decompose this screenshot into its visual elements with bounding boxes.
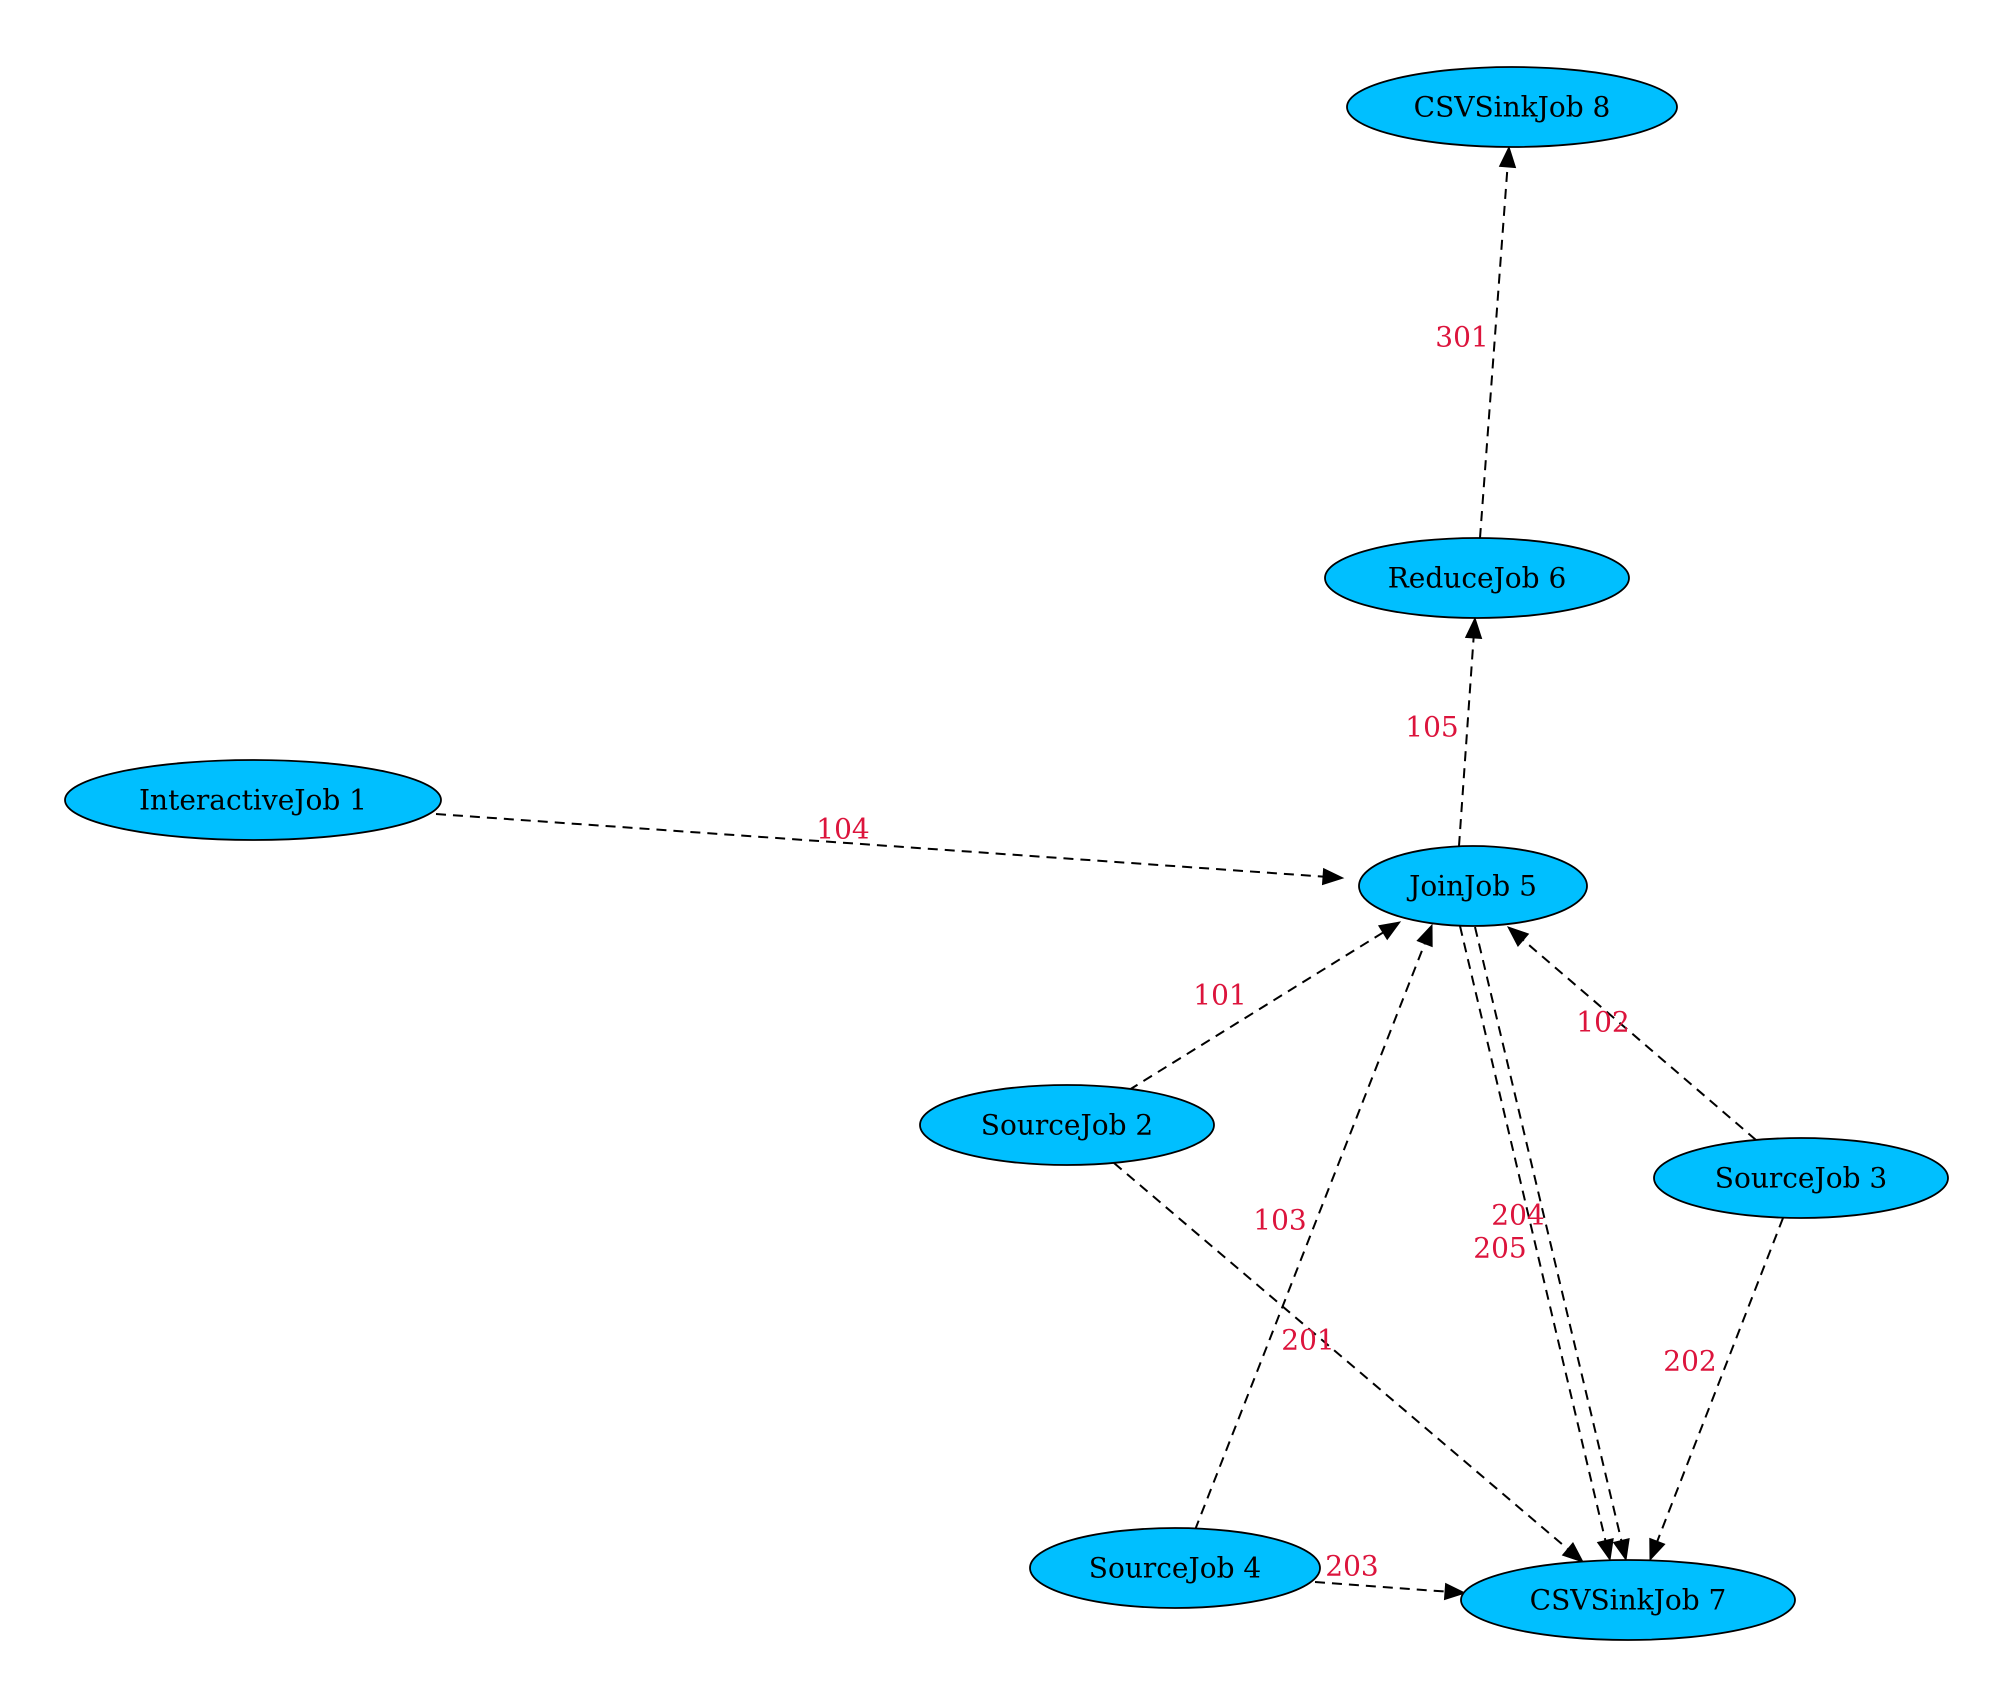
- node-ellipse[interactable]: [919, 1084, 1215, 1166]
- node-n4[interactable]: SourceJob 4: [1029, 1527, 1321, 1609]
- nodes-layer: InteractiveJob 1 SourceJob 2 SourceJob 3 So…: [64, 66, 1949, 1641]
- edge-label-301: 301: [1435, 321, 1488, 354]
- node-n5[interactable]: JoinJob 5: [1358, 845, 1588, 927]
- edge-arrowhead-301: [1498, 145, 1517, 169]
- edge-202: [1656, 1217, 1784, 1542]
- node-ellipse[interactable]: [1460, 1559, 1796, 1641]
- edge-label-101: 101: [1193, 979, 1246, 1012]
- edge-label-103: 103: [1253, 1204, 1306, 1237]
- node-n1[interactable]: InteractiveJob 1: [64, 759, 442, 841]
- edge-204: [1474, 926, 1623, 1541]
- edge-102: [1522, 939, 1757, 1141]
- edge-label-102: 102: [1576, 1006, 1629, 1039]
- edge-label-205: 205: [1473, 1232, 1526, 1265]
- edge-arrowhead-104: [1321, 867, 1345, 886]
- edge-arrowhead-202: [1649, 1537, 1666, 1562]
- edge-103: [1194, 943, 1426, 1531]
- node-ellipse[interactable]: [1653, 1137, 1949, 1219]
- node-ellipse[interactable]: [64, 759, 442, 841]
- edge-203: [1314, 1581, 1446, 1593]
- edge-301: [1479, 166, 1509, 539]
- edge-arrowhead-205: [1596, 1538, 1614, 1562]
- edge-205: [1459, 925, 1607, 1541]
- edge-label-202: 202: [1663, 1345, 1716, 1378]
- edge-label-201: 201: [1281, 1324, 1334, 1357]
- edge-104: [435, 813, 1324, 878]
- node-n8[interactable]: CSVSinkJob 8: [1346, 66, 1678, 148]
- edge-label-204: 204: [1491, 1199, 1544, 1232]
- node-label: ReduceJob 6: [1388, 562, 1567, 595]
- node-ellipse[interactable]: [1358, 845, 1588, 927]
- edge-arrowhead-203: [1443, 1582, 1467, 1601]
- node-label: CSVSinkJob 8: [1414, 91, 1611, 124]
- edge-arrowhead-201: [1561, 1542, 1585, 1563]
- node-label: InteractiveJob 1: [139, 784, 367, 817]
- edge-arrowhead-102: [1506, 926, 1530, 947]
- edge-101: [1128, 931, 1384, 1091]
- edges-layer: [435, 145, 1784, 1601]
- edge-arrowhead-204: [1612, 1538, 1630, 1562]
- node-n2[interactable]: SourceJob 2: [919, 1084, 1215, 1166]
- node-n7[interactable]: CSVSinkJob 7: [1460, 1559, 1796, 1641]
- edge-105: [1458, 637, 1475, 847]
- edge-arrowhead-103: [1416, 923, 1433, 948]
- edge-201: [1113, 1162, 1569, 1550]
- edge-label-104: 104: [816, 813, 869, 846]
- edge-arrowhead-101: [1377, 921, 1402, 941]
- edge-arrowhead-105: [1464, 616, 1483, 640]
- node-ellipse[interactable]: [1346, 66, 1678, 148]
- node-label: CSVSinkJob 7: [1530, 1584, 1727, 1617]
- node-label: SourceJob 2: [981, 1109, 1153, 1142]
- node-label: SourceJob 4: [1089, 1552, 1261, 1585]
- node-label: JoinJob 5: [1406, 870, 1537, 903]
- node-label: SourceJob 3: [1715, 1162, 1887, 1195]
- node-n6[interactable]: ReduceJob 6: [1324, 537, 1630, 619]
- node-ellipse[interactable]: [1029, 1527, 1321, 1609]
- edge-label-105: 105: [1405, 711, 1458, 744]
- node-n3[interactable]: SourceJob 3: [1653, 1137, 1949, 1219]
- edge-label-203: 203: [1325, 1550, 1378, 1583]
- node-ellipse[interactable]: [1324, 537, 1630, 619]
